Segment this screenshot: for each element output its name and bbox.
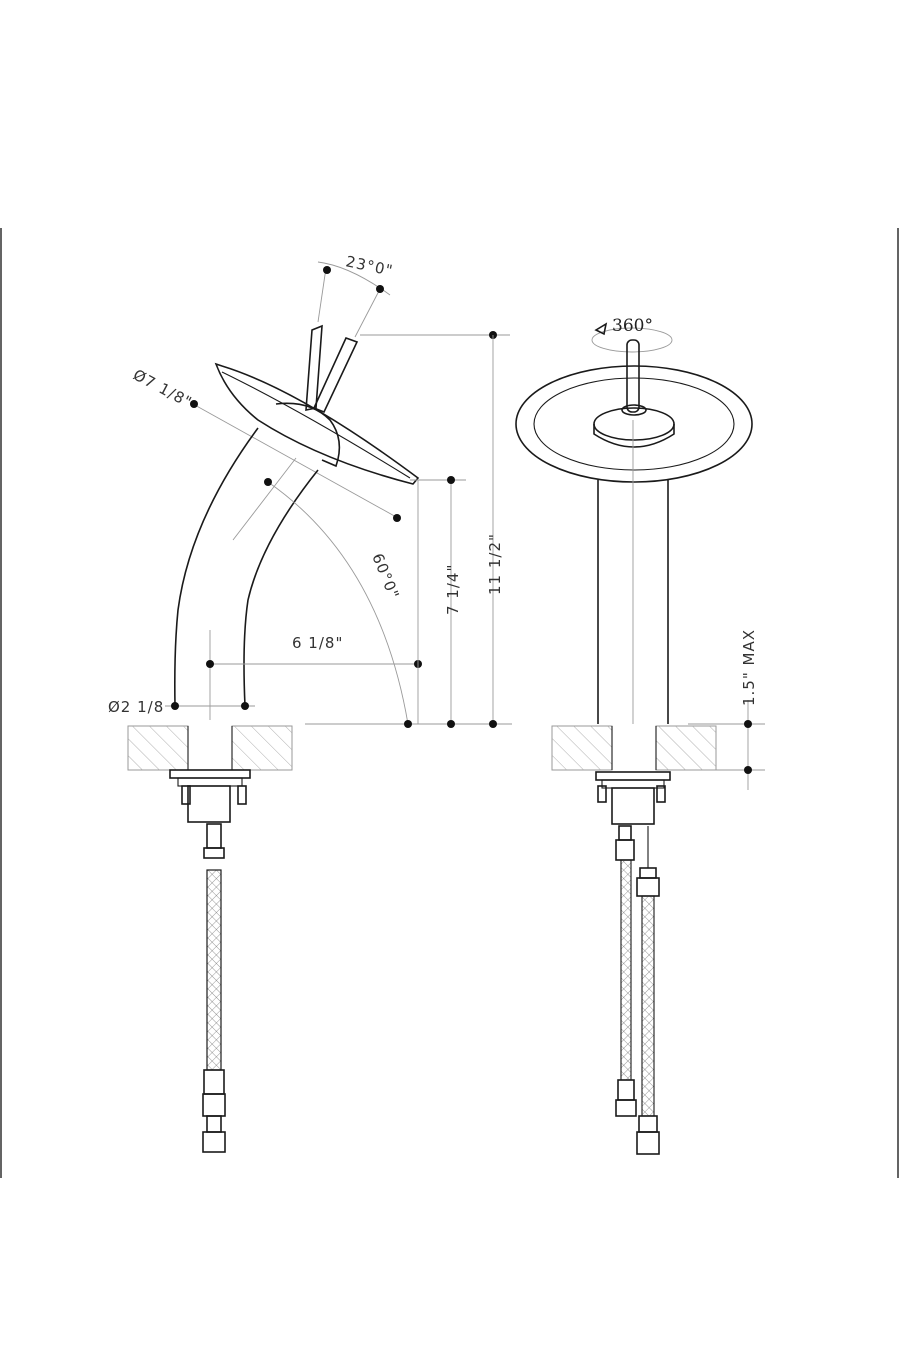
spout-angle-arc xyxy=(267,481,409,725)
counter-thickness-label: 1.5" MAX xyxy=(740,629,758,706)
front-glass-disc-icon xyxy=(515,365,753,483)
front-body-column-icon xyxy=(597,420,669,724)
handle-angle-label: 23°0" xyxy=(344,252,395,280)
rotation-label: 360° xyxy=(612,316,653,336)
glass-spout-disc-icon xyxy=(214,362,420,485)
overall-height-label: 11 1/2" xyxy=(486,533,504,595)
spout-reach-label: 6 1/8" xyxy=(292,634,343,652)
spout-diameter-label: Ø7 1/8" xyxy=(130,366,195,412)
handle-lever-icon xyxy=(305,324,359,414)
front-counter-section xyxy=(551,725,717,771)
spout-body-icon xyxy=(174,427,319,707)
mounting-hardware-icon xyxy=(169,769,251,823)
counter-section xyxy=(127,725,293,771)
front-view: 360° 1.5" xyxy=(515,316,765,1155)
front-supply-hoses-icon xyxy=(615,825,660,1155)
base-diameter-label: Ø2 1/8 xyxy=(108,698,164,716)
front-mounting-hardware-icon xyxy=(595,771,671,825)
spout-height-label: 7 1/4" xyxy=(444,564,462,615)
spout-angle-label: 60°0" xyxy=(368,551,403,602)
supply-hose-icon xyxy=(202,823,226,1153)
side-view: 23°0" Ø7 1/8" 60°0" xyxy=(108,252,512,1153)
front-handle-icon xyxy=(626,339,640,413)
rotation-arrow-icon xyxy=(591,327,673,353)
